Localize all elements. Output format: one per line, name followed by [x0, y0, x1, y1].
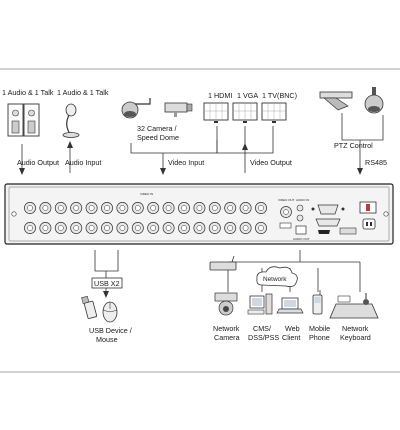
network-camera-label-line1: Network: [213, 324, 240, 333]
bnc-video-input-connector: [178, 202, 190, 214]
power-socket-icon: [362, 218, 376, 230]
rs485-label: RS485: [365, 158, 387, 167]
usb-device-label-line2: Mouse: [96, 335, 118, 344]
hdmi-label: 1 HDMI: [208, 91, 232, 100]
power-switch-icon: [359, 201, 377, 214]
lower-arrows: [103, 291, 109, 298]
web-client-label-line2: Client: [282, 333, 300, 342]
cms-computer-icon: [247, 293, 273, 315]
usb-device-label-line1: USB Device /: [89, 326, 132, 335]
bnc-video-input-connector: [54, 202, 67, 214]
usb-x2-box: [91, 277, 123, 289]
network-camera-label-line2: Camera: [214, 333, 240, 342]
audio-out-top-label: 1 Audio & 1 Talk: [2, 88, 54, 97]
mobile-phone-label-line2: Phone: [309, 333, 330, 342]
bnc-video-input-connector: [116, 202, 129, 214]
usb-x2-label: USB X2: [94, 279, 120, 288]
network-keyboard-label-line1: Network: [342, 324, 369, 333]
usb-drive-icon: [81, 295, 98, 319]
box-camera-icon: [164, 102, 193, 117]
vga-monitor-icon: [232, 102, 258, 123]
bnc-video-input-connector: [70, 222, 83, 234]
bnc-video-input-connector: [178, 222, 190, 234]
bnc-video-input-connector: [162, 202, 175, 214]
bnc-video-input-connector: [255, 202, 267, 214]
upper-arrows: [19, 141, 363, 175]
bnc-video-input-connector: [131, 202, 144, 214]
audio-output-label: Audio Output: [17, 158, 59, 167]
bnc-video-input-connector: [208, 202, 221, 214]
bnc-video-input-connector: [70, 202, 83, 214]
bnc-video-input-connector: [239, 202, 252, 214]
network-port-icon: [295, 225, 307, 235]
bnc-video-input-connector: [255, 222, 267, 234]
mobile-phone-label-line1: Mobile: [309, 324, 330, 333]
video-output-label: Video Output: [250, 158, 292, 167]
bnc-video-input-connector: [24, 202, 36, 214]
tv-monitor-icon: [261, 102, 287, 123]
hdmi-port-icon: [318, 230, 330, 234]
microphone-icon: [62, 103, 80, 138]
bnc-video-input-connector: [24, 222, 36, 234]
rs232-port-icon: [311, 204, 345, 215]
video-in-panel-label: VIDEO IN: [140, 192, 153, 196]
router-icon: [209, 255, 237, 271]
tv-bnc-label: 1 TV(BNC): [262, 91, 297, 100]
cms-label-line2: DSS/PSS: [248, 333, 279, 342]
bnc-video-input-connector: [39, 202, 52, 214]
video-out-panel-label: VIDEO OUT: [278, 198, 295, 202]
camera-label-line2: Speed Dome: [137, 133, 179, 142]
hdmi-monitor-icon: [203, 102, 229, 123]
audio-in-panel-label: AUDIO IN: [296, 198, 309, 202]
lower-connection-lines: [94, 250, 361, 295]
network-cloud-icon: [256, 266, 298, 287]
alarm-terminal-icon: [339, 227, 357, 235]
bnc-video-input-connector: [147, 222, 160, 234]
usb-port-icon: [279, 222, 292, 229]
laptop-icon: [276, 297, 304, 314]
bnc-video-input-connector: [131, 222, 144, 234]
audio-in-top-label: 1 Audio & 1 Talk: [57, 88, 109, 97]
audio-out-panel-label: AUDIO OUT: [293, 237, 310, 241]
speed-dome-camera-icon: [121, 98, 151, 119]
network-keyboard-icon: [329, 293, 379, 319]
network-label: Network: [263, 276, 287, 283]
bnc-video-input-connector: [162, 222, 175, 234]
bnc-video-input-connector: [224, 222, 237, 234]
bnc-video-input-connector: [193, 202, 206, 214]
bnc-video-input-connector: [147, 202, 160, 214]
bnc-video-input-connector: [85, 202, 98, 214]
bnc-video-input-connector: [85, 222, 98, 234]
camera-label-line1: 32 Camera /: [137, 124, 177, 133]
audio-in-rca: [296, 204, 304, 222]
ptz-control-label: PTZ Control: [334, 141, 373, 150]
bnc-video-input-connector: [101, 202, 113, 214]
web-client-label-line1: Web: [285, 324, 300, 333]
bnc-video-input-connector: [224, 202, 237, 214]
bnc-video-input-connector: [101, 222, 113, 234]
video-input-label: Video Input: [168, 158, 204, 167]
video-input-bnc-array: [24, 202, 267, 234]
network-camera-icon: [214, 292, 238, 316]
bnc-video-input-connector: [116, 222, 129, 234]
bnc-video-input-connector: [54, 222, 67, 234]
cms-label-line1: CMS/: [253, 324, 271, 333]
bnc-video-input-connector: [208, 222, 221, 234]
ptz-dome-camera-icon: [364, 87, 384, 114]
video-out-bnc: [280, 206, 292, 218]
network-keyboard-label-line2: Keyboard: [340, 333, 371, 342]
bnc-video-input-connector: [193, 222, 206, 234]
audio-input-label: Audio Input: [65, 158, 101, 167]
speaker-icon: [7, 103, 40, 137]
bnc-video-input-connector: [39, 222, 52, 234]
mobile-phone-icon: [312, 290, 323, 315]
mouse-icon: [102, 301, 118, 323]
ptz-decoder-icon: [319, 91, 353, 111]
vga-label: 1 VGA: [237, 91, 258, 100]
bnc-video-input-connector: [239, 222, 252, 234]
vga-port-icon: [315, 218, 341, 227]
